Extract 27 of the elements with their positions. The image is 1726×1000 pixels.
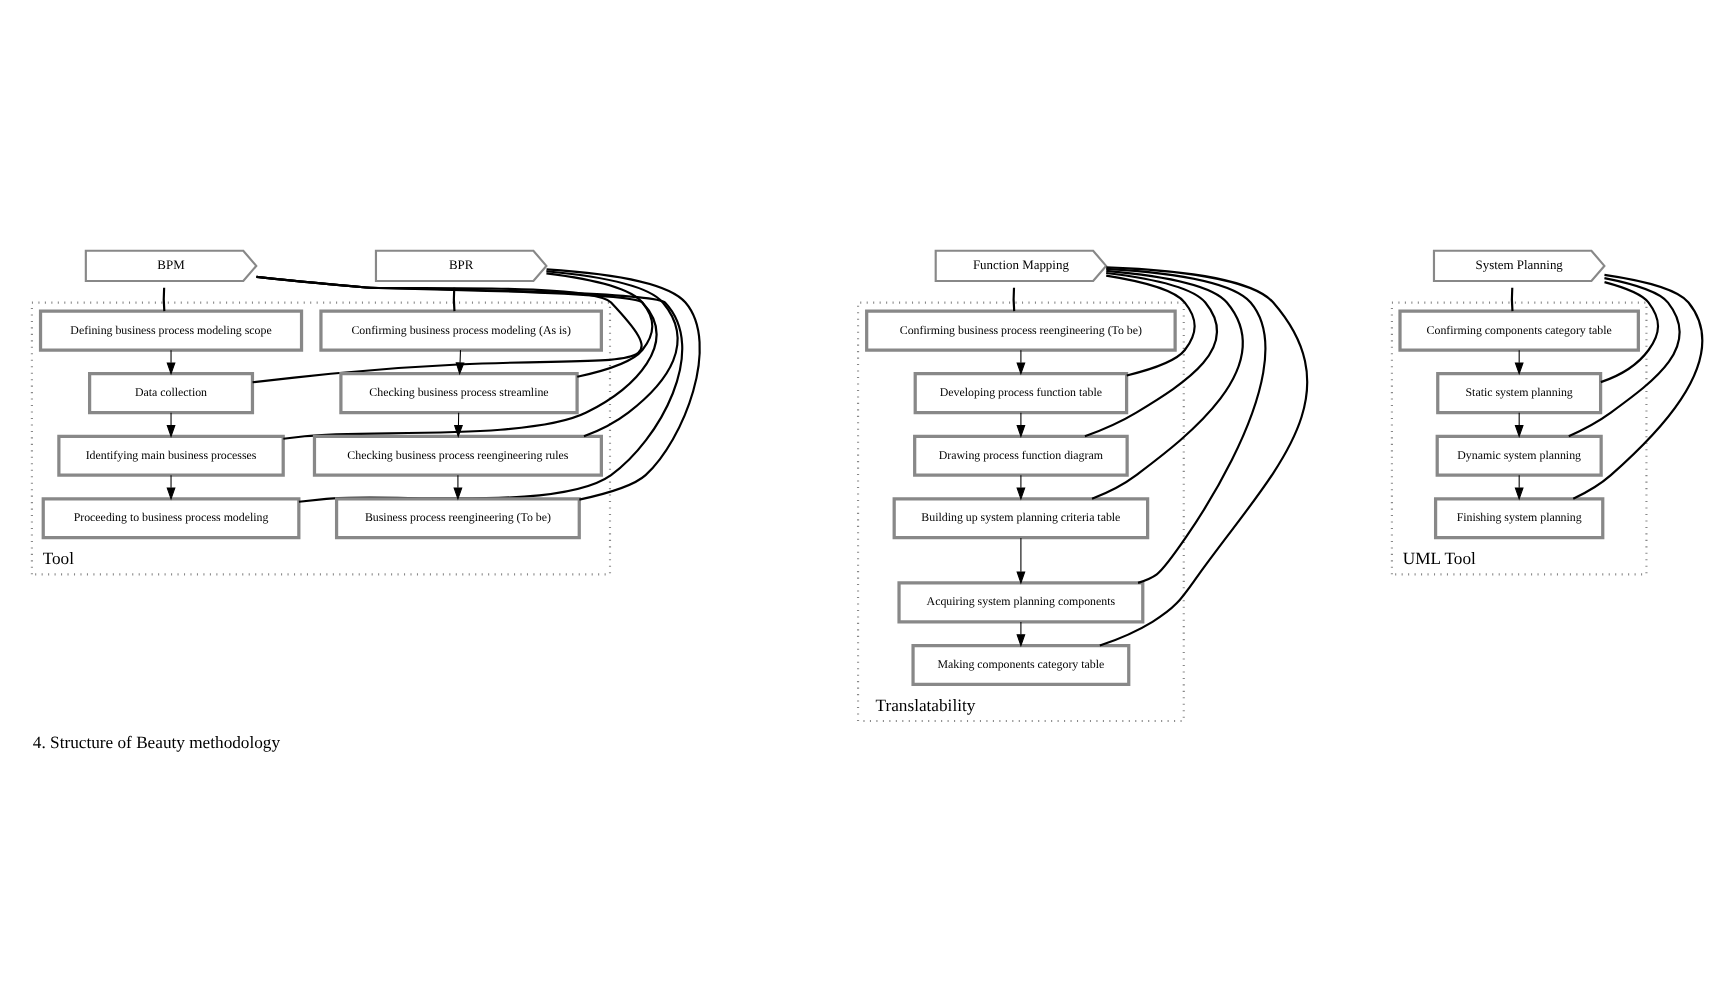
connector — [546, 269, 679, 437]
arrow — [166, 348, 176, 375]
connector — [1510, 286, 1514, 311]
connector — [252, 274, 642, 383]
caption: 4. Structure of Beauty methodology — [32, 730, 281, 751]
connector — [546, 267, 701, 500]
connector — [1084, 270, 1218, 437]
connector — [1012, 286, 1016, 311]
connector — [162, 286, 166, 311]
arrow — [455, 348, 465, 375]
connector — [1099, 265, 1308, 646]
arrow — [166, 473, 176, 500]
arrow — [1016, 411, 1026, 437]
arrow — [453, 473, 463, 500]
arrow — [1016, 348, 1026, 375]
arrow — [1016, 473, 1026, 500]
connector — [452, 286, 456, 311]
arrow — [1016, 620, 1026, 647]
connector — [1568, 276, 1681, 437]
connector — [1572, 272, 1703, 499]
arrow — [166, 411, 176, 437]
connector — [546, 271, 654, 377]
connector — [1106, 266, 1267, 583]
connector — [1106, 273, 1196, 376]
connector — [1600, 280, 1660, 383]
connector — [256, 274, 684, 502]
arrow — [1016, 536, 1026, 584]
